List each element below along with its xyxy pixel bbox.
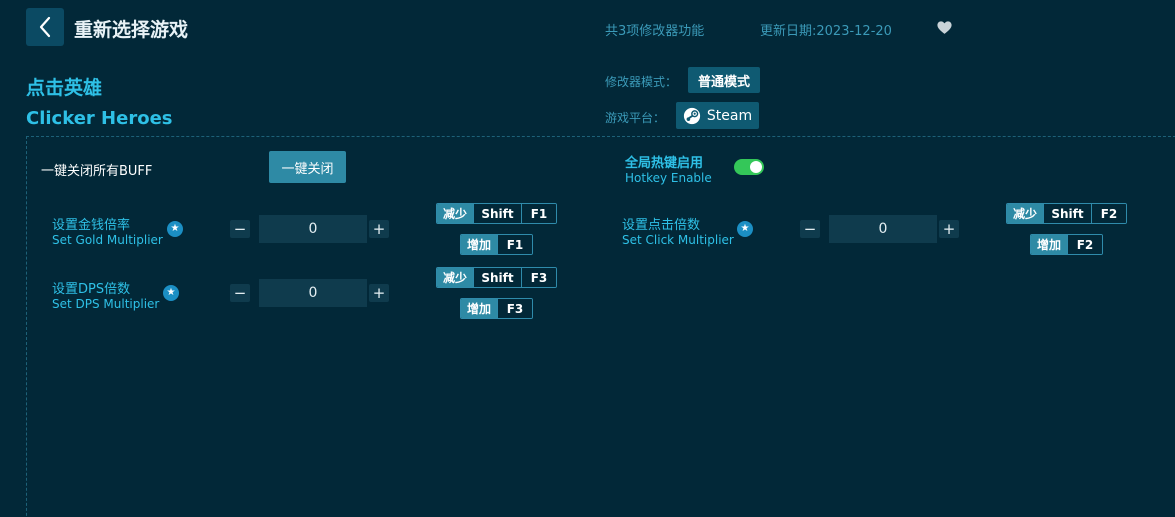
hotkey-label-en: Hotkey Enable [625, 171, 712, 185]
hotkey-key: F2 [1091, 204, 1126, 223]
page-title: 重新选择游戏 [74, 19, 189, 41]
hotkey-key: F2 [1067, 235, 1102, 254]
back-button[interactable] [26, 8, 64, 46]
option-dps-label-en: Set DPS Multiplier [52, 297, 160, 311]
hotkey-tag: 减少 [437, 204, 473, 223]
feature-count: 共3项修改器功能 [605, 24, 705, 39]
toggle-knob [750, 161, 762, 173]
hotkey-key: F1 [497, 235, 532, 254]
gold-decrease-hotkey[interactable]: 减少 Shift F1 [436, 203, 557, 224]
game-name-cn: 点击英雄 [26, 77, 103, 99]
steam-icon [683, 107, 700, 124]
option-dps-label-cn: 设置DPS倍数 [52, 282, 131, 297]
dps-minus-button[interactable]: − [230, 284, 250, 302]
hotkey-key: F3 [521, 268, 556, 287]
option-gold-label-en: Set Gold Multiplier [52, 233, 163, 247]
update-date: 更新日期:2023-12-20 [760, 24, 892, 39]
close-all-buff-button[interactable]: 一键关闭 [269, 151, 346, 183]
platform-button[interactable]: Steam [676, 102, 759, 129]
click-increase-hotkey[interactable]: 增加 F2 [1030, 234, 1103, 255]
mode-label: 修改器模式： [605, 75, 678, 89]
dps-plus-button[interactable]: + [369, 284, 389, 302]
star-icon[interactable]: ★ [163, 285, 179, 301]
hotkey-tag: 减少 [437, 268, 473, 287]
gold-plus-button[interactable]: + [369, 220, 389, 238]
hotkey-key: F1 [521, 204, 556, 223]
hotkey-key: Shift [1043, 204, 1091, 223]
option-click-label-cn: 设置点击倍数 [622, 218, 701, 233]
click-minus-button[interactable]: − [800, 220, 820, 238]
click-plus-button[interactable]: + [939, 220, 959, 238]
hotkey-key: F3 [497, 299, 532, 318]
buff-label: 一键关闭所有BUFF [41, 164, 153, 179]
hotkey-key: Shift [473, 204, 521, 223]
option-click-label-en: Set Click Multiplier [622, 233, 734, 247]
game-name-en: Clicker Heroes [26, 108, 173, 129]
star-icon[interactable]: ★ [167, 221, 183, 237]
star-icon[interactable]: ★ [737, 221, 753, 237]
heart-icon[interactable] [936, 19, 953, 36]
gold-value-input[interactable] [259, 215, 367, 243]
click-value-input[interactable] [829, 215, 937, 243]
option-gold-label-cn: 设置金钱倍率 [52, 218, 131, 233]
dps-increase-hotkey[interactable]: 增加 F3 [460, 298, 533, 319]
gold-increase-hotkey[interactable]: 增加 F1 [460, 234, 533, 255]
hotkey-tag: 增加 [1031, 235, 1067, 254]
hotkey-tag: 增加 [461, 235, 497, 254]
dps-decrease-hotkey[interactable]: 减少 Shift F3 [436, 267, 557, 288]
click-decrease-hotkey[interactable]: 减少 Shift F2 [1006, 203, 1127, 224]
dps-value-input[interactable] [259, 279, 367, 307]
hotkey-tag: 减少 [1007, 204, 1043, 223]
platform-label: 游戏平台： [605, 111, 666, 125]
platform-value: Steam [706, 107, 753, 124]
mode-button[interactable]: 普通模式 [688, 67, 760, 93]
hotkey-tag: 增加 [461, 299, 497, 318]
features-panel [26, 136, 1175, 517]
hotkey-key: Shift [473, 268, 521, 287]
hotkey-label-cn: 全局热键启用 [625, 156, 704, 171]
hotkey-toggle[interactable] [734, 159, 764, 175]
chevron-left-icon [39, 16, 51, 38]
gold-minus-button[interactable]: − [230, 220, 250, 238]
